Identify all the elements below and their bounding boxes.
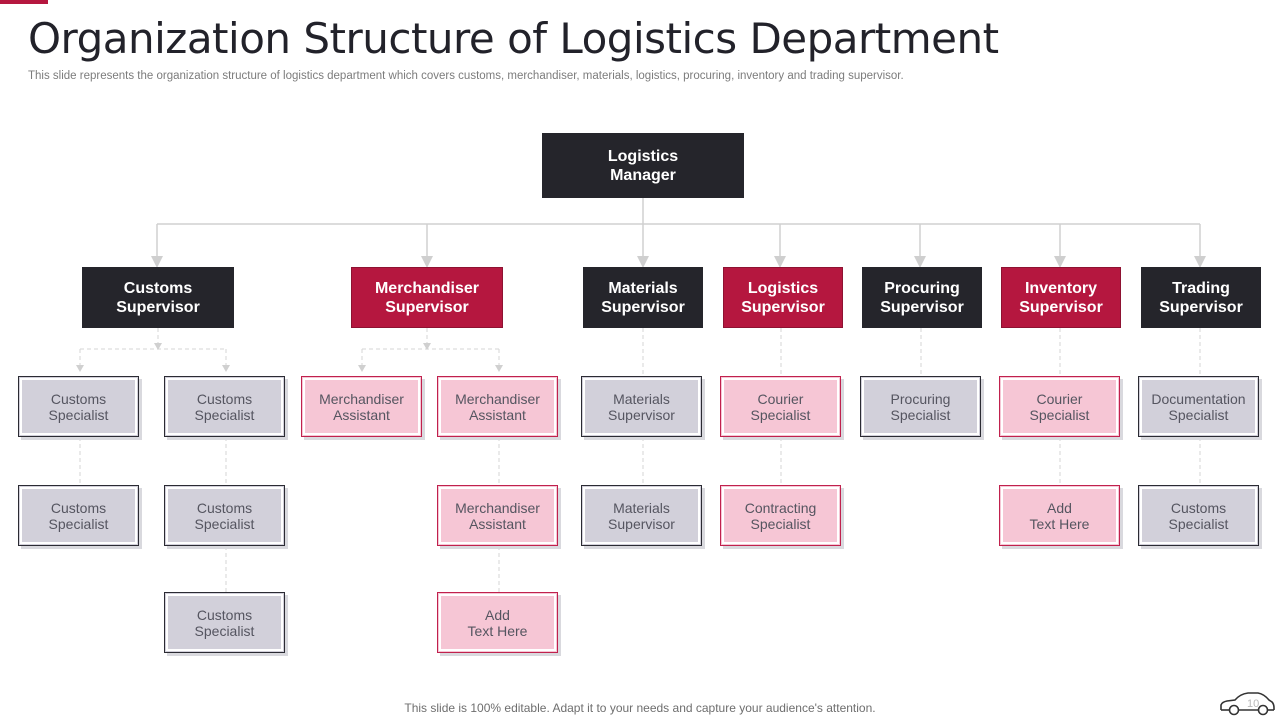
procuring-specialist-node[interactable]: Procuring Specialist xyxy=(860,376,981,437)
materials-staff-node[interactable]: Materials Supervisor xyxy=(581,485,702,546)
footer-note: This slide is 100% editable. Adapt it to… xyxy=(404,701,876,715)
merchandiser-assistant-node[interactable]: Merchandiser Assistant xyxy=(437,485,558,546)
materials-supervisor-node[interactable]: Materials Supervisor xyxy=(583,267,703,328)
courier-specialist-node[interactable]: Courier Specialist xyxy=(720,376,841,437)
add-text-node[interactable]: Add Text Here xyxy=(999,485,1120,546)
logistics-supervisor-node[interactable]: Logistics Supervisor xyxy=(723,267,843,328)
customs-specialist-node[interactable]: Customs Specialist xyxy=(164,485,285,546)
merchandiser-assistant-node[interactable]: Merchandiser Assistant xyxy=(301,376,422,437)
accent-bar xyxy=(0,0,48,4)
logistics-manager-node[interactable]: Logistics Manager xyxy=(542,133,744,198)
page-number: 10 xyxy=(1247,698,1260,710)
merchandiser-supervisor-node[interactable]: Merchandiser Supervisor xyxy=(351,267,503,328)
trading-supervisor-node[interactable]: Trading Supervisor xyxy=(1141,267,1261,328)
customs-supervisor-node[interactable]: Customs Supervisor xyxy=(82,267,234,328)
customs-specialist-node[interactable]: Customs Specialist xyxy=(164,376,285,437)
customs-specialist-node[interactable]: Customs Specialist xyxy=(18,485,139,546)
contracting-specialist-node[interactable]: Contracting Specialist xyxy=(720,485,841,546)
merchandiser-assistant-node[interactable]: Merchandiser Assistant xyxy=(437,376,558,437)
slide-subtitle: This slide represents the organization s… xyxy=(28,70,904,82)
slide-title: Organization Structure of Logistics Depa… xyxy=(28,14,999,63)
customs-specialist-node[interactable]: Customs Specialist xyxy=(1138,485,1259,546)
procuring-supervisor-node[interactable]: Procuring Supervisor xyxy=(862,267,982,328)
customs-specialist-node[interactable]: Customs Specialist xyxy=(164,592,285,653)
courier-specialist-node[interactable]: Courier Specialist xyxy=(999,376,1120,437)
add-text-node[interactable]: Add Text Here xyxy=(437,592,558,653)
inventory-supervisor-node[interactable]: Inventory Supervisor xyxy=(1001,267,1121,328)
customs-specialist-node[interactable]: Customs Specialist xyxy=(18,376,139,437)
car-icon xyxy=(1220,692,1275,716)
materials-staff-node[interactable]: Materials Supervisor xyxy=(581,376,702,437)
documentation-specialist-node[interactable]: Documentation Specialist xyxy=(1138,376,1259,437)
